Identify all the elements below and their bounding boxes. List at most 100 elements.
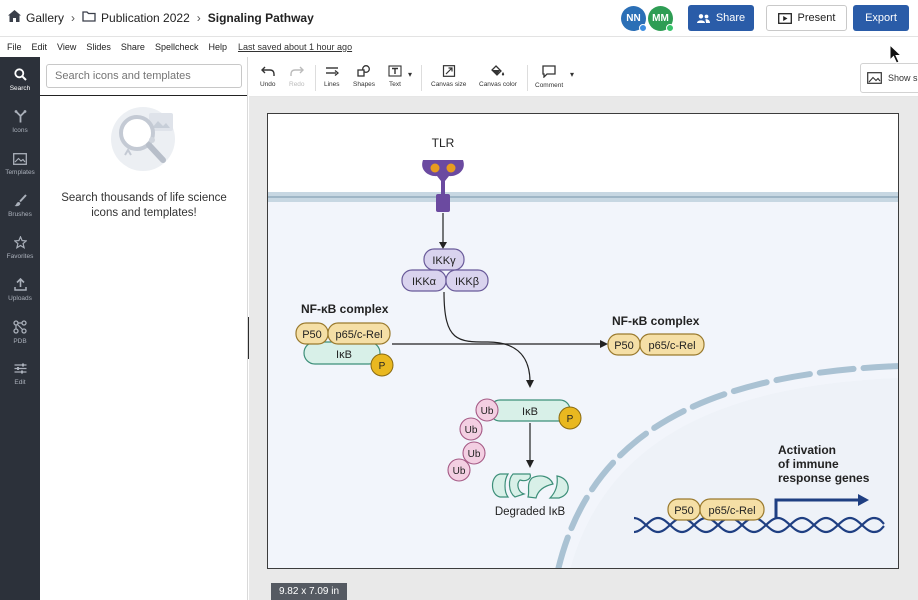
transcription-arrow [774, 498, 860, 518]
toolbar-divider [315, 65, 316, 91]
lines-icon [325, 67, 339, 76]
canvas-size-button[interactable]: Canvas size [431, 65, 466, 88]
activation-text-3: response genes [778, 471, 870, 485]
breadcrumb: Gallery › Publication 2022 › Signaling P… [8, 10, 314, 25]
ikk-beta-label: IKKβ [455, 276, 479, 288]
shapes-label: Shapes [353, 81, 376, 88]
toolbar-divider [527, 65, 528, 91]
search-icon [13, 68, 27, 81]
signaling-diagram: TLR IKKγ IKKα IKKβ NF-κB complex [268, 136, 898, 568]
chevron-right-icon: › [71, 10, 76, 25]
menu-help[interactable]: Help [208, 42, 227, 52]
comment-button[interactable]: Comment [535, 65, 563, 89]
online-dot [666, 24, 674, 32]
present-button[interactable]: Present [766, 5, 847, 31]
search-input[interactable] [46, 64, 242, 88]
undo-icon [260, 66, 275, 76]
avatar-nn[interactable]: NN [621, 6, 647, 32]
ub-label: Ub [468, 449, 481, 460]
present-icon [777, 12, 792, 24]
last-saved-link[interactable]: Last saved about 1 hour ago [237, 42, 353, 52]
rail-uploads[interactable]: Uploads [0, 271, 40, 309]
rail-label: PDB [13, 337, 27, 345]
undo-button[interactable]: Undo [260, 65, 276, 88]
sliders-icon [14, 363, 26, 374]
home-icon[interactable] [8, 10, 26, 25]
upload-icon [13, 278, 27, 291]
show-panel-label: Show s [888, 73, 918, 83]
ub-label: Ub [465, 425, 478, 436]
chevron-right-icon: › [196, 10, 201, 25]
rail-label: Templates [5, 168, 35, 176]
rail-label: Brushes [8, 211, 32, 218]
panel-divider [40, 95, 247, 96]
p65-label: p65/c-Rel [648, 340, 695, 352]
redo-button[interactable]: Redo [289, 65, 305, 88]
chevron-down-icon[interactable]: ▾ [408, 70, 413, 79]
rail-favorites[interactable]: Favorites [0, 229, 40, 267]
p50-label: P50 [674, 505, 694, 517]
undo-label: Undo [260, 81, 276, 88]
panel-empty-text: Search thousands of life science icons a… [61, 192, 227, 219]
canvas-color-button[interactable]: Canvas color [479, 65, 517, 88]
rail-label: Icons [12, 127, 28, 134]
ikb-label: IκB [522, 406, 538, 418]
rail-edit[interactable]: Edit [0, 355, 40, 393]
text-button[interactable]: Text [388, 65, 402, 88]
activation-text-1: Activation [778, 443, 836, 457]
menu-view[interactable]: View [57, 42, 77, 52]
breadcrumb-gallery[interactable]: Gallery [26, 10, 65, 25]
avatar-initials: MM [652, 13, 669, 24]
nfkb-complex-dna-bound [667, 498, 765, 521]
arrowhead [526, 460, 534, 468]
top-bar: Gallery › Publication 2022 › Signaling P… [0, 0, 918, 37]
avatar-mm[interactable]: MM [648, 6, 674, 32]
diagram-canvas[interactable]: TLR IKKγ IKKα IKKβ NF-κB complex [267, 113, 899, 569]
rail-label: Favorites [6, 253, 34, 260]
rail-search[interactable]: Search [0, 61, 40, 99]
degraded-ikb-label: Degraded IκB [495, 506, 566, 518]
lines-button[interactable]: Lines [324, 65, 340, 88]
menu-edit[interactable]: Edit [31, 42, 48, 52]
ub-label: Ub [453, 466, 466, 477]
ikk-alpha-label: IKKα [412, 276, 437, 288]
ub-label: Ub [481, 406, 494, 417]
comment-icon [542, 65, 556, 78]
arrowhead [439, 242, 447, 249]
share-button[interactable]: Share [688, 5, 754, 31]
redo-icon [290, 66, 304, 76]
ikb-label: IκB [336, 349, 352, 361]
show-panel-button[interactable]: Show s [860, 63, 918, 93]
activation-text-2: of immune [778, 457, 839, 471]
menu-spellcheck[interactable]: Spellcheck [154, 42, 199, 52]
chevron-down-icon[interactable]: ▾ [570, 70, 575, 79]
cell-membrane [268, 192, 898, 202]
shapes-button[interactable]: Shapes [353, 65, 375, 88]
menu-bar: File Edit View Slides Share Spellcheck H… [0, 37, 918, 57]
menu-share[interactable]: Share [120, 42, 145, 52]
menu-file[interactable]: File [7, 42, 22, 52]
canvas-color-label: Canvas color [479, 81, 517, 88]
search-panel: Search thousands of life science icons a… [40, 57, 248, 600]
rail-brushes[interactable]: Brushes [0, 187, 40, 225]
people-icon [696, 13, 710, 23]
nfkb-complex-right [607, 333, 705, 356]
tlr-receptor-icon [422, 160, 464, 212]
export-button[interactable]: Export [853, 5, 909, 31]
shapes-icon [357, 65, 370, 77]
breadcrumb-current[interactable]: Signaling Pathway [207, 10, 314, 25]
ikk-gamma-label: IKKγ [432, 255, 456, 267]
p50-label: P50 [614, 340, 634, 352]
breadcrumb-folder[interactable]: Publication 2022 [101, 10, 190, 25]
p65-label: p65/c-Rel [335, 329, 382, 341]
rail-icons[interactable]: Icons [0, 103, 40, 141]
rail-templates[interactable]: Templates [0, 145, 40, 183]
menu-slides[interactable]: Slides [86, 42, 111, 52]
mouse-cursor-icon [889, 44, 903, 64]
lines-label: Lines [324, 81, 340, 88]
rail-pdb[interactable]: PDB [0, 313, 40, 351]
export-label: Export [865, 12, 897, 24]
icons-icon [14, 110, 26, 123]
rail-label: Edit [14, 379, 26, 386]
ubiquitinated-ikb [447, 398, 582, 482]
